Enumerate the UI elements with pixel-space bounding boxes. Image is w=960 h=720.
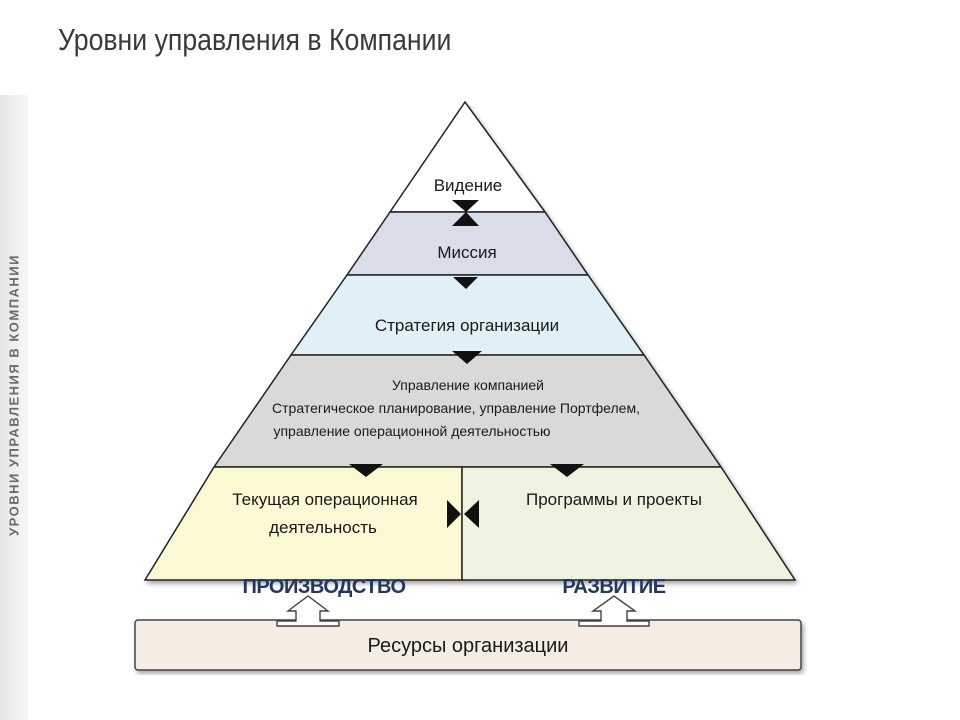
management-detail-line2: управление операционной деятельностью (273, 423, 550, 439)
vision-label: Видение (434, 176, 503, 195)
pyramid (143, 100, 797, 581)
operations-programs-right-arrow (464, 500, 479, 528)
management-operations-arrow (349, 464, 383, 477)
resources-label: Ресурсы организации (368, 635, 569, 657)
strategy-management-arrow (452, 351, 482, 364)
operations-label-line2: деятельность (269, 518, 377, 537)
management-title: Управление компанией (392, 377, 544, 393)
resources-to-development-arrow (578, 595, 650, 627)
vision-mission-arrow (452, 200, 479, 212)
mission-strategy-arrow (453, 277, 478, 289)
strategy-label: Стратегия организации (375, 316, 559, 335)
mission-vision-arrow (452, 212, 479, 226)
development-label: РАЗВИТИЕ (562, 576, 665, 598)
page-title: Уровни управления в Компании (58, 22, 452, 57)
management-detail-line1: Стратегическое планирование, управление … (272, 400, 640, 416)
management-programs-arrow (550, 464, 584, 477)
programs-band (461, 466, 797, 581)
operations-label-line1: Текущая операционная (232, 490, 418, 509)
vision-band (388, 100, 547, 213)
production-label: ПРОИЗВОДСТВО (242, 576, 405, 598)
resources-box (134, 619, 802, 671)
side-band (0, 95, 28, 720)
mission-label: Миссия (437, 243, 496, 262)
operations-programs-left-arrow (447, 500, 461, 528)
resources-to-production-arrow (276, 595, 340, 627)
programs-label: Программы и проекты (526, 490, 702, 509)
